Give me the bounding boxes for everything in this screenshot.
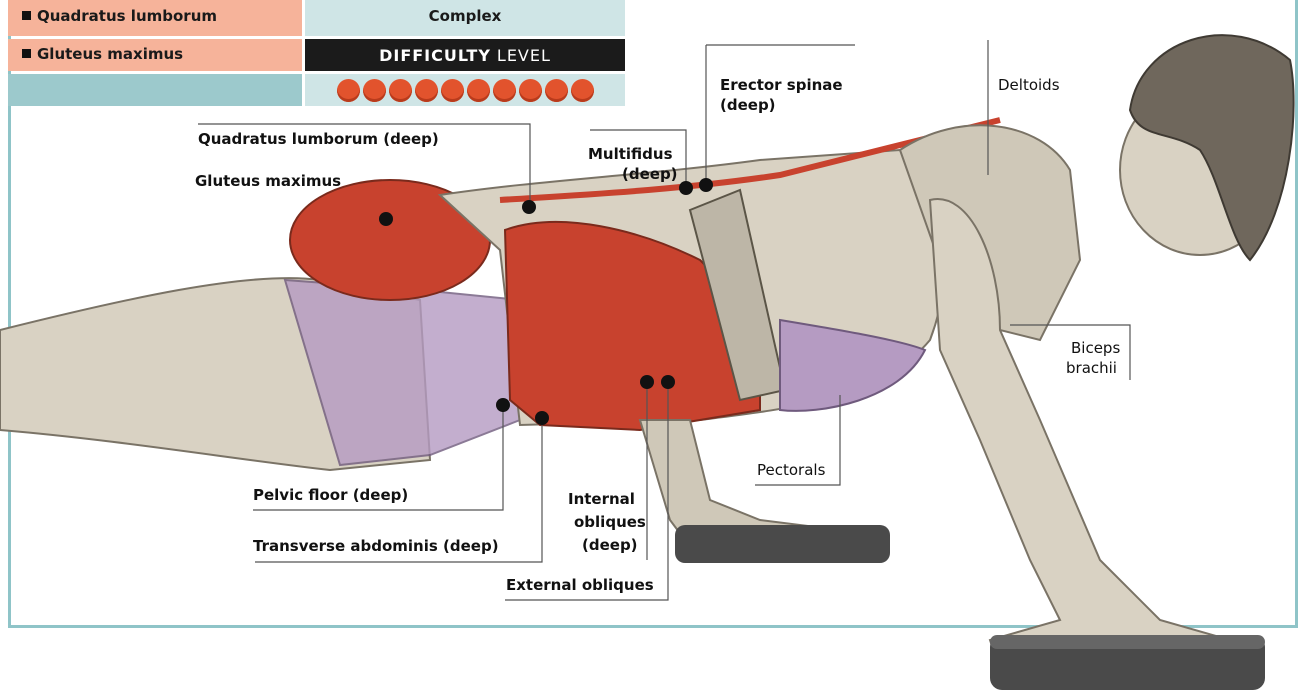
bullet-icon [22, 11, 31, 20]
difficulty-dot [415, 79, 438, 102]
row2-muscle: Gluteus maximus [8, 39, 302, 71]
hand-pad-left [675, 525, 890, 563]
label-quadratus-lumborum-deep: Quadratus lumborum (deep) [198, 130, 439, 148]
difficulty-subtitle: LEVEL [497, 46, 551, 65]
row1-muscle: Quadratus lumborum [8, 0, 302, 36]
difficulty-dots [305, 74, 625, 106]
label-deltoids: Deltoids [998, 76, 1060, 94]
row1-value-label: Complex [429, 7, 502, 25]
row1-muscle-label: Quadratus lumborum [37, 7, 217, 25]
label-external-obliques: External obliques [506, 576, 654, 594]
row2-muscle-label: Gluteus maximus [37, 45, 183, 63]
marker-pelvic [496, 398, 510, 412]
label-internal-obliques-3: (deep) [582, 536, 638, 554]
marker-internal [640, 375, 654, 389]
difficulty-dot [337, 79, 360, 102]
difficulty-dot [363, 79, 386, 102]
difficulty-title: DIFFICULTY [379, 46, 491, 65]
difficulty-dot [493, 79, 516, 102]
label-erector-spinae-2: (deep) [720, 96, 776, 114]
difficulty-dot [441, 79, 464, 102]
marker-external [661, 375, 675, 389]
label-pectorals: Pectorals [757, 461, 825, 479]
row3-empty [8, 74, 302, 106]
difficulty-dot [545, 79, 568, 102]
label-multifidus-1: Multifidus [588, 145, 673, 163]
difficulty-dot [467, 79, 490, 102]
label-pelvic-floor: Pelvic floor (deep) [253, 486, 408, 504]
difficulty-header: DIFFICULTY LEVEL [305, 39, 625, 71]
label-internal-obliques-1: Internal [568, 490, 635, 508]
difficulty-dot [389, 79, 412, 102]
marker-erector [699, 178, 713, 192]
label-biceps-2: brachii [1066, 359, 1117, 377]
label-internal-obliques-2: obliques [574, 513, 646, 531]
hand-pad-right-top [990, 635, 1265, 649]
row1-value: Complex [305, 0, 625, 36]
marker-quadratus [522, 200, 536, 214]
front-arm-shape [930, 199, 1230, 680]
label-biceps-1: Biceps [1071, 339, 1120, 357]
marker-multifidus [679, 181, 693, 195]
marker-gluteus [379, 212, 393, 226]
difficulty-dot [571, 79, 594, 102]
difficulty-dot [519, 79, 542, 102]
label-erector-spinae-1: Erector spinae [720, 76, 843, 94]
label-transverse-abdominis: Transverse abdominis (deep) [253, 537, 499, 555]
label-multifidus-2: (deep) [622, 165, 678, 183]
marker-transverse [535, 411, 549, 425]
bullet-icon [22, 49, 31, 58]
label-gluteus-maximus: Gluteus maximus [195, 172, 341, 190]
